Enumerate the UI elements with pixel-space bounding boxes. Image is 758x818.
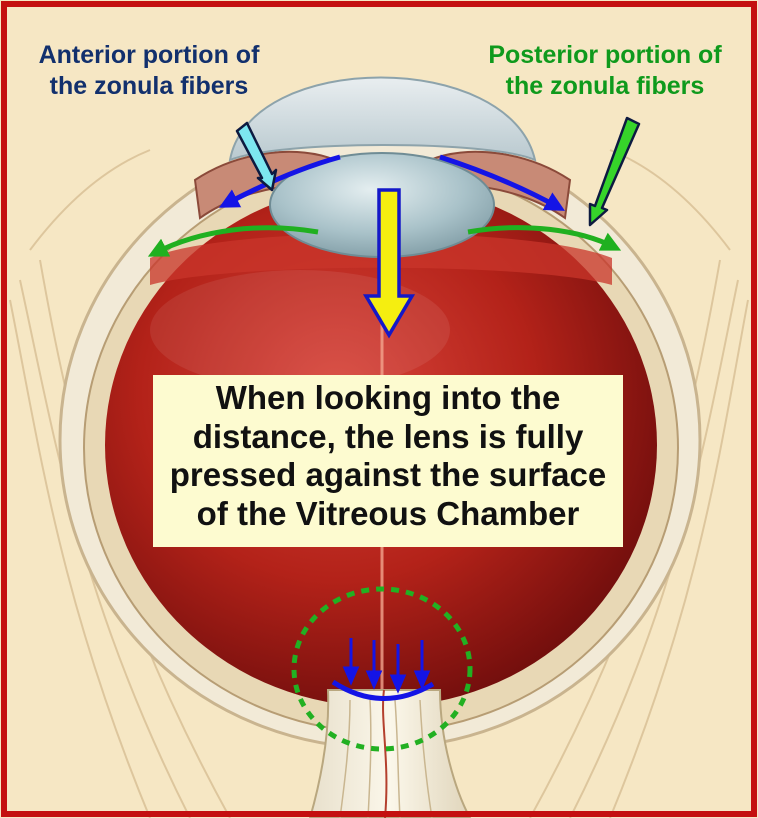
anterior-label-line-1: Anterior portion of bbox=[14, 40, 284, 71]
posterior-zonula-label: Posterior portion of the zonula fibers bbox=[470, 40, 740, 101]
posterior-label-line-2: the zonula fibers bbox=[470, 71, 740, 102]
caption-line-3: pressed against the surface bbox=[153, 456, 623, 495]
caption-text: When looking into the distance, the lens… bbox=[153, 379, 623, 533]
caption-line-2: distance, the lens is fully bbox=[153, 418, 623, 457]
caption-line-4: of the Vitreous Chamber bbox=[153, 495, 623, 534]
posterior-label-line-1: Posterior portion of bbox=[470, 40, 740, 71]
anterior-zonula-label: Anterior portion of the zonula fibers bbox=[14, 40, 284, 101]
anterior-label-line-2: the zonula fibers bbox=[14, 71, 284, 102]
caption-line-1: When looking into the bbox=[153, 379, 623, 418]
caption-box: When looking into the distance, the lens… bbox=[153, 375, 623, 547]
